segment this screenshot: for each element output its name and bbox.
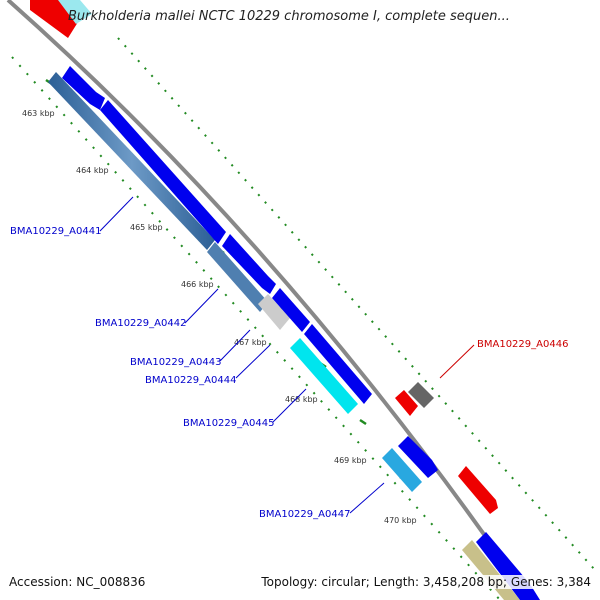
tick-label-465: 465 kbp — [130, 223, 163, 232]
cds-forward-2 — [100, 100, 226, 244]
leader-a0442 — [184, 288, 219, 324]
gene-label-a0444[interactable]: BMA10229_A0444 — [145, 375, 236, 386]
tick-label-466: 466 kbp — [181, 280, 214, 289]
genome-backbone — [6, 0, 532, 600]
leader-a0443 — [219, 329, 251, 362]
leader-a0446 — [439, 344, 475, 379]
cds-forward-4 — [272, 288, 310, 332]
gene-a0441 — [48, 72, 215, 250]
tick-label-470: 470 kbp — [384, 516, 417, 525]
gene-label-a0443[interactable]: BMA10229_A0443 — [130, 357, 221, 368]
gene-label-a0446[interactable]: BMA10229_A0446 — [477, 339, 568, 350]
tick-label-464: 464 kbp — [76, 166, 109, 175]
gene-top-cyan — [58, 0, 92, 24]
gene-label-a0445[interactable]: BMA10229_A0445 — [183, 418, 274, 429]
topology-summary: Topology: circular; Length: 3,458,208 bp… — [261, 575, 591, 589]
gene-a0446 — [395, 390, 418, 416]
gene-a0447 — [382, 448, 422, 492]
cds-forward-6 — [398, 436, 438, 478]
leader-a0444 — [235, 344, 271, 379]
dotted-guide-outer — [117, 37, 596, 571]
gene-label-a0447[interactable]: BMA10229_A0447 — [259, 509, 350, 520]
leader-a0447 — [349, 482, 385, 514]
tick-label-467: 467 kbp — [234, 338, 267, 347]
cds-forward-3 — [222, 234, 276, 294]
gene-a0445 — [290, 338, 358, 414]
gene-label-a0442[interactable]: BMA10229_A0442 — [95, 318, 186, 329]
gene-a0442 — [207, 242, 268, 312]
accession-label: Accession: NC_008836 — [9, 575, 146, 589]
leader-a0445 — [272, 388, 307, 423]
gene-a0443 — [258, 294, 290, 330]
cds-forward-1 — [62, 66, 105, 110]
gene-right-red — [458, 466, 498, 514]
gene-label-a0441[interactable]: BMA10229_A0441 — [10, 226, 101, 237]
tick-label-463: 463 kbp — [22, 109, 55, 118]
gene-a0446-b — [408, 382, 434, 408]
cds-forward-5 — [304, 324, 372, 404]
tick-label-469: 469 kbp — [334, 456, 367, 465]
tick-label-468: 468 kbp — [285, 395, 318, 404]
dotted-guide-inner-left — [11, 56, 501, 600]
map-title: Burkholderia mallei NCTC 10229 chromosom… — [68, 9, 510, 24]
leader-a0441 — [99, 196, 134, 232]
